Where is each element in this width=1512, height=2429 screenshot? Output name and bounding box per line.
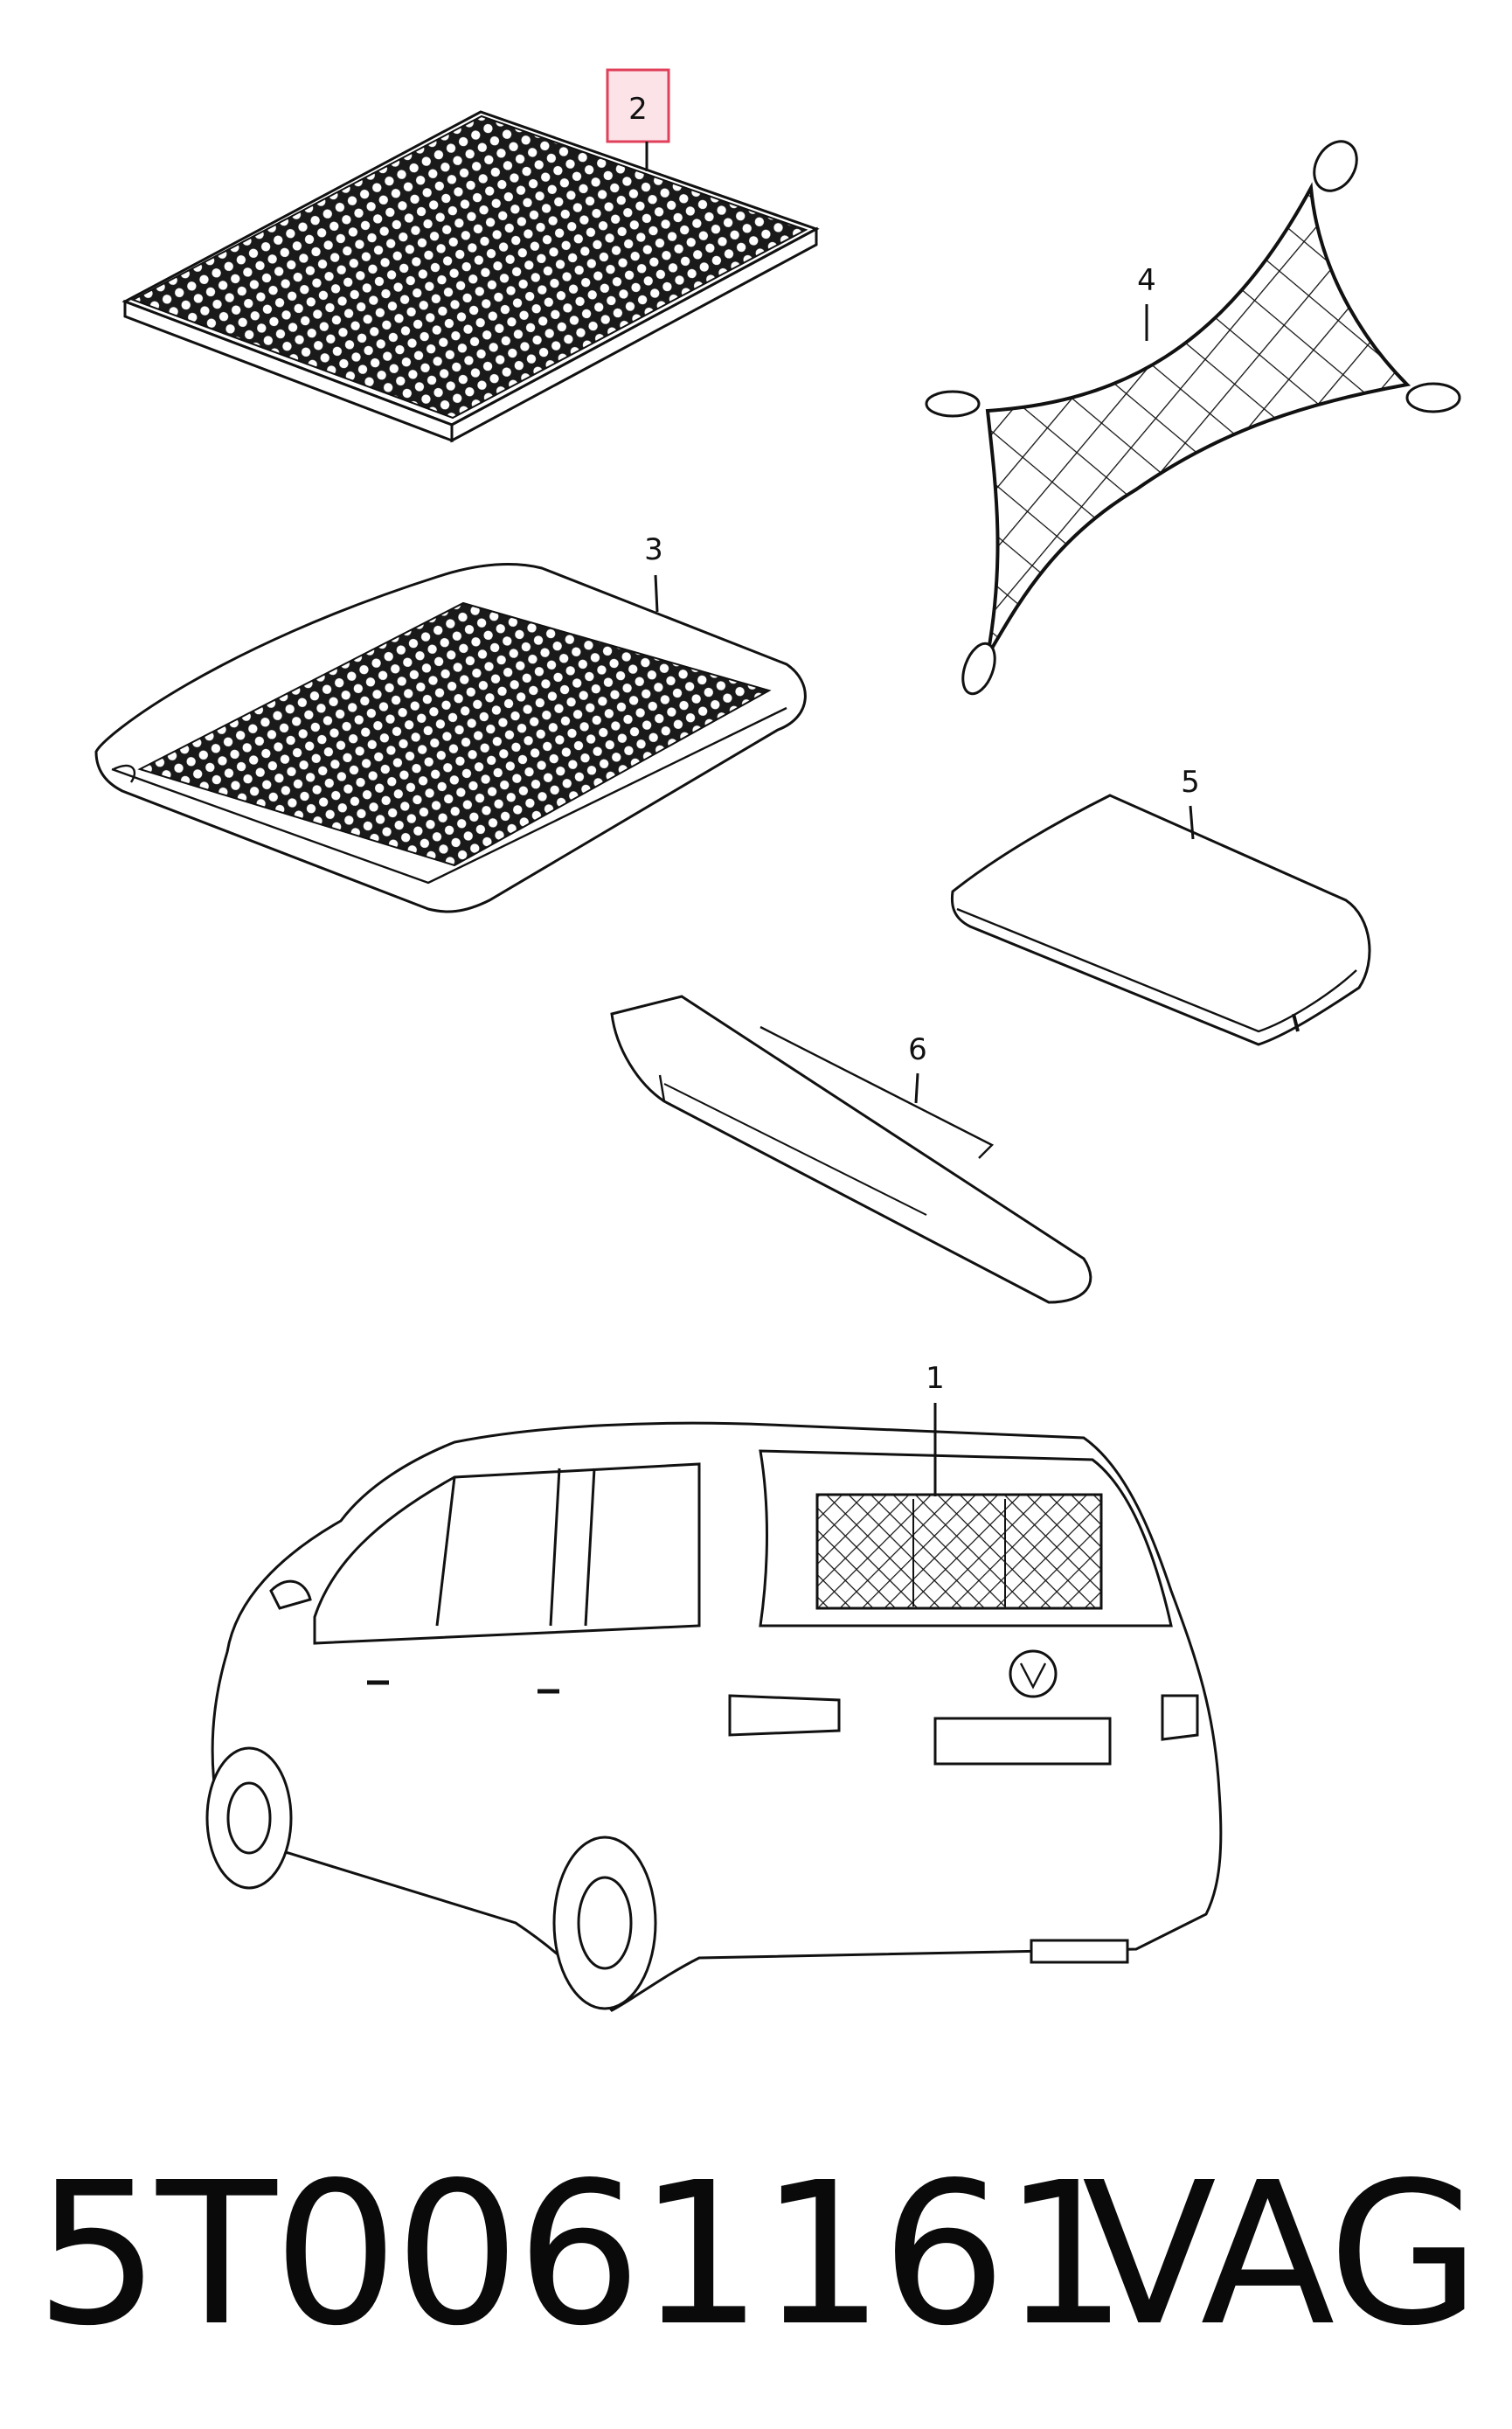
callout-5-label: 5 [1181,765,1200,800]
callout-2: 2 [606,68,670,171]
item-6-luggage-roll [610,995,1092,1304]
callout-6: 6 [908,1032,927,1104]
brand-name: VAG [1082,2141,1481,2370]
item-5-cover-bag [950,794,1371,1046]
callout-6-label: 6 [908,1032,927,1067]
callout-4-label: 4 [1137,263,1156,298]
item-4-luggage-net [925,140,1461,696]
callout-3: 3 [644,532,663,613]
callout-3-label: 3 [644,532,663,567]
callout-5: 5 [1181,765,1200,840]
part-number: 5T0061161 [35,2141,1128,2370]
item-3-boot-tray [94,563,807,913]
callout-1: 1 [926,1361,945,1496]
callout-2-label: 2 [628,92,648,127]
callout-1-label: 1 [926,1361,945,1396]
item-2-boot-mat [121,110,820,443]
callout-4: 4 [1137,263,1156,341]
item-1-vehicle [205,1421,1223,2012]
